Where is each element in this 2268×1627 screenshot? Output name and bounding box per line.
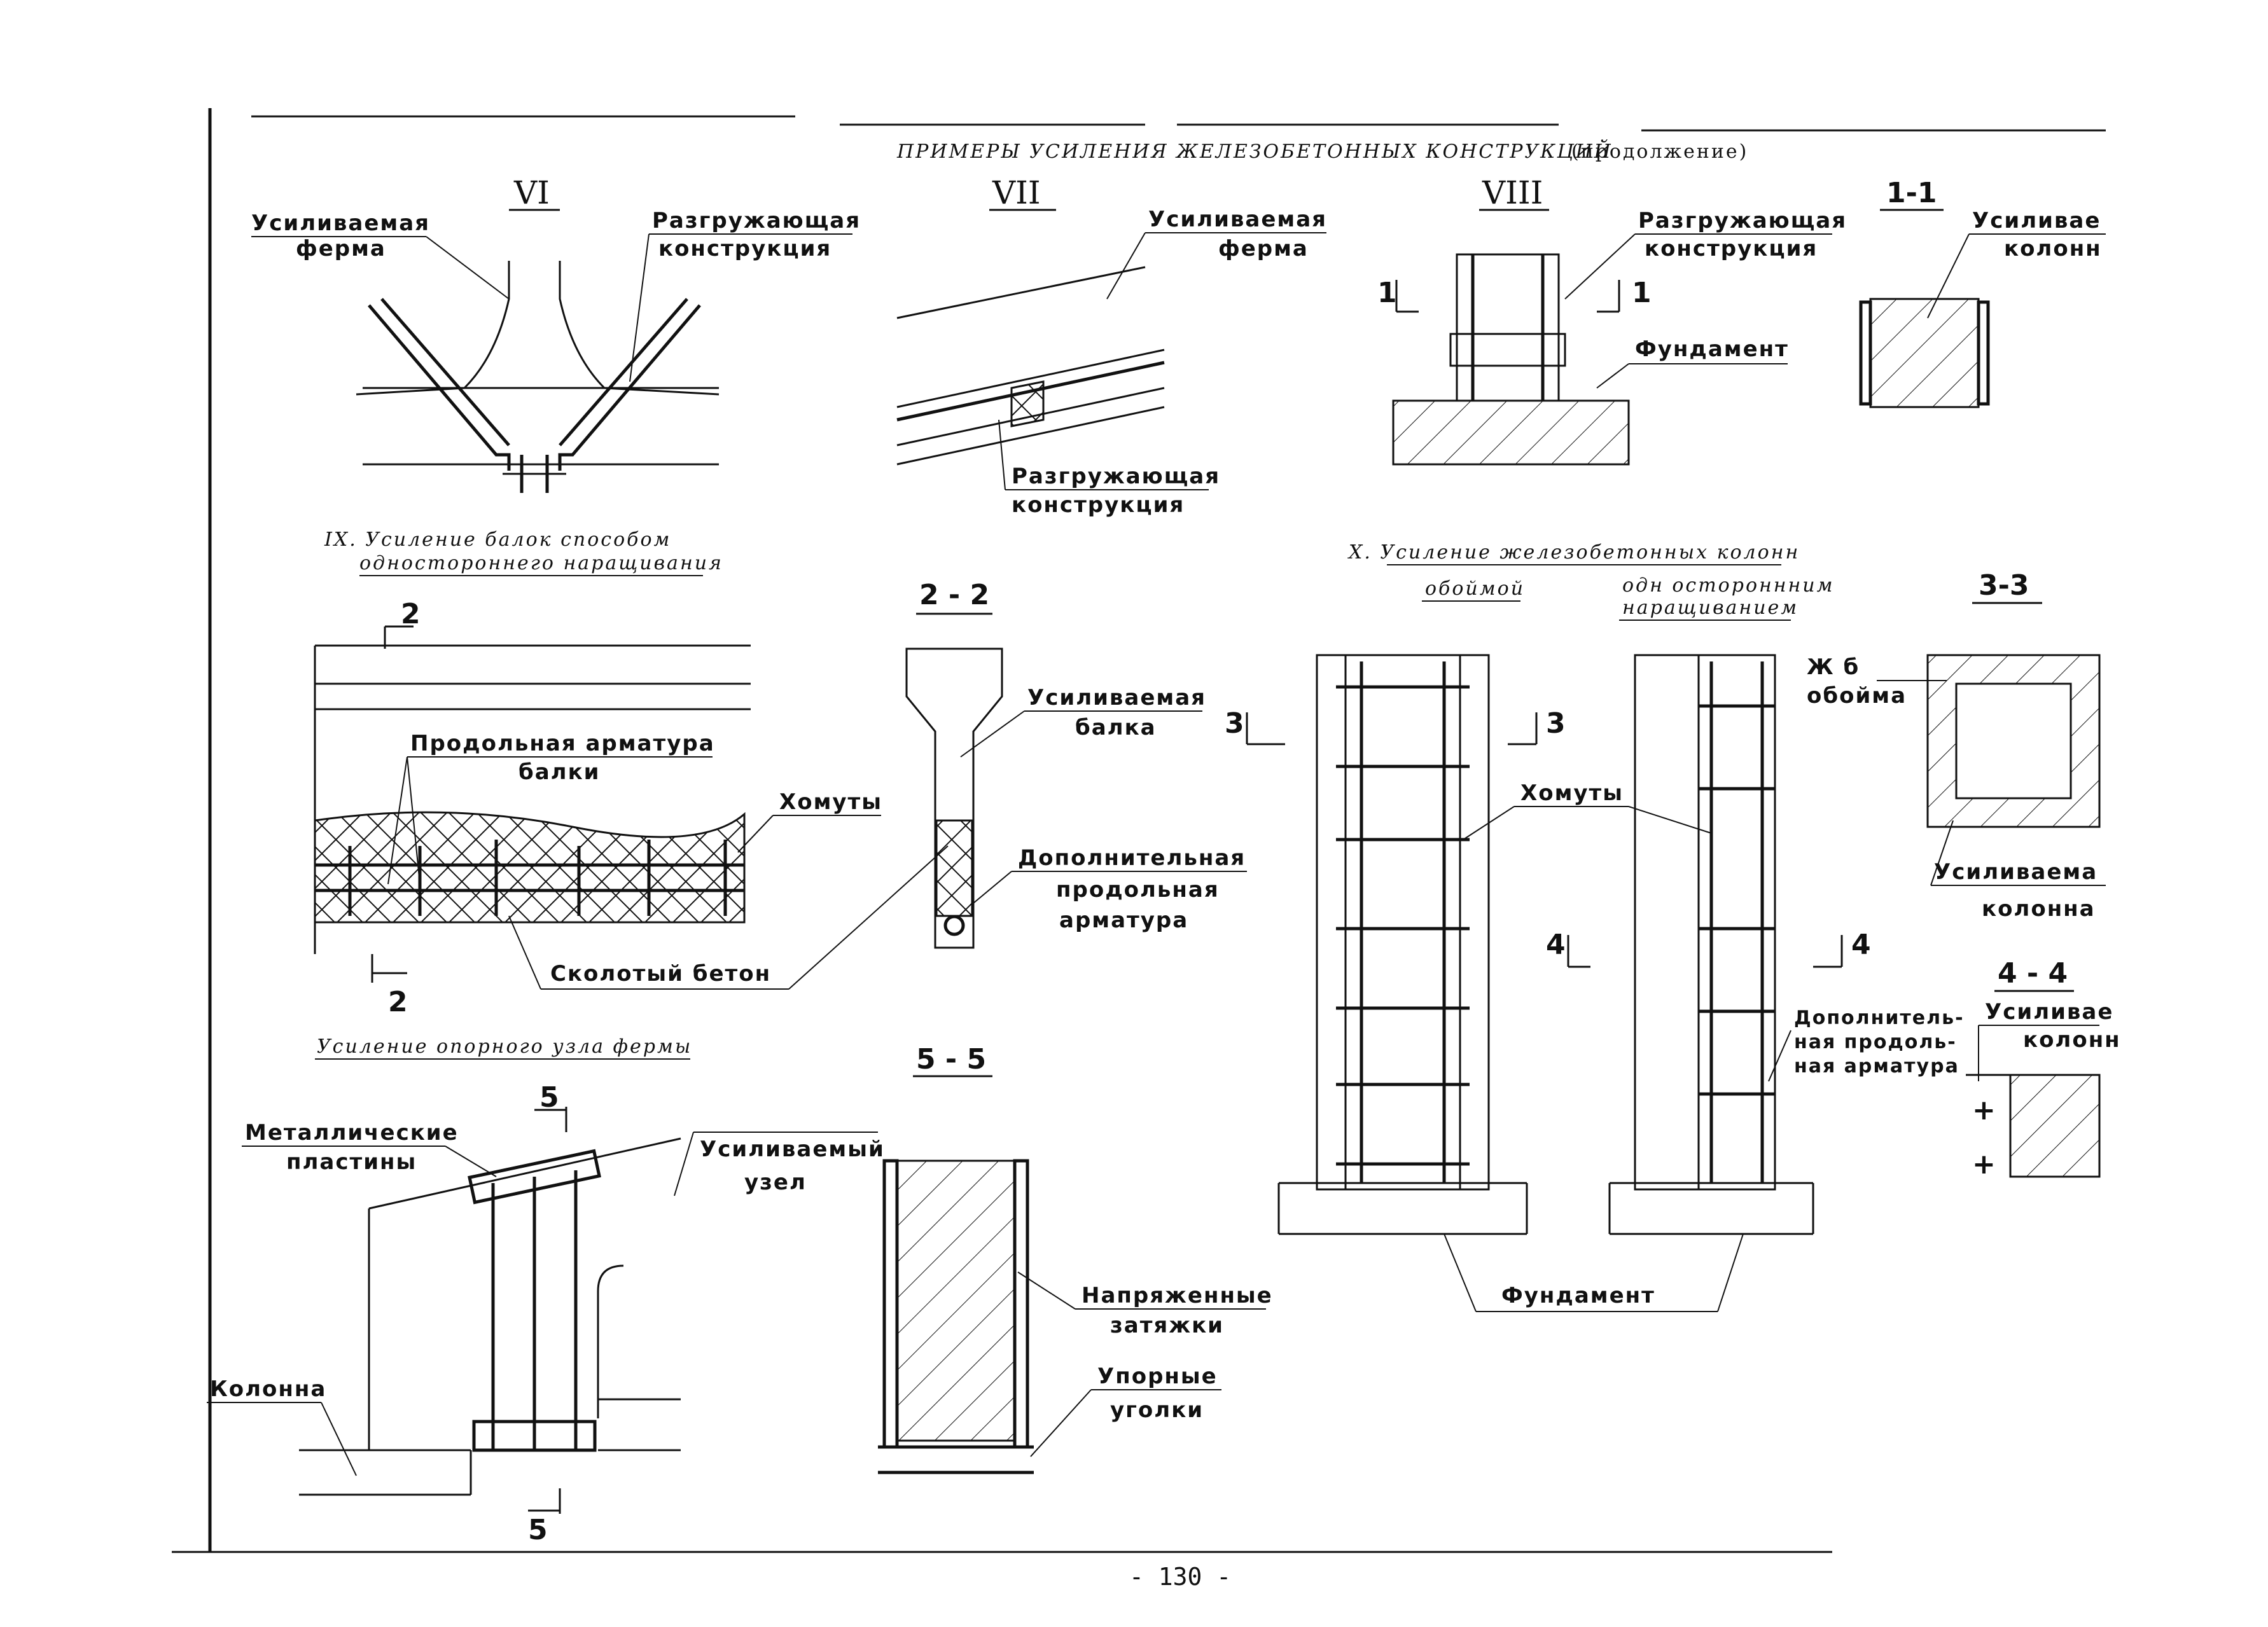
figure-vii: VII Усиливаемая ферма Разгружающая конст…: [896, 174, 1327, 518]
sec33-label-col-2: колонна: [1982, 896, 2096, 922]
figure-truss-support: Усиление опорного узла фермы 5 Металличе…: [207, 1035, 885, 1546]
sec44-marker-plus-2: +: [1972, 1148, 1996, 1180]
fig9-cut-top: 2: [401, 598, 421, 630]
fig6-label-unload-1: Разгружающая: [652, 208, 861, 233]
fig8-cut-left: 1: [1377, 277, 1397, 309]
fig7-label-truss-1: Усиливаемая: [1148, 207, 1327, 232]
section-2-2-number: 2 - 2: [919, 579, 989, 611]
sec44-label-1: Усиливае: [1985, 999, 2113, 1025]
sec55-label-ties-2: затяжки: [1110, 1313, 1224, 1338]
sheet-frame: [172, 108, 2106, 1553]
sec55-label-angles-1: Упорные: [1097, 1364, 1218, 1389]
sheet-title: ПРИМЕРЫ УСИЛЕНИЯ ЖЕЛЕЗОБЕТОННЫХ КОНСТРУК…: [896, 139, 1613, 163]
sec22-label-extra-1: Дополнительная: [1018, 845, 1246, 871]
fig7-label-unload-1: Разгружающая: [1012, 464, 1220, 489]
fig7-label-truss-2: ферма: [1218, 236, 1309, 261]
sec22-label-beam-2: балка: [1075, 715, 1157, 740]
section-3-3: 3-3 Ж б обойма Усиливаема колонна: [1807, 569, 2106, 922]
fig6-label-truss-1: Усиливаемая: [251, 211, 430, 236]
fig6-label-truss-2: ферма: [296, 236, 386, 261]
fig10-cut3-left: 3: [1225, 707, 1244, 740]
fig10-sub-b1: одн остороннним: [1622, 574, 1835, 597]
section-4-4-number: 4 - 4: [1998, 957, 2068, 990]
section-5-5-number: 5 - 5: [916, 1043, 986, 1076]
fig10-title: X. Усиление железобетонных колонн: [1347, 541, 1800, 564]
fig10-sub-a: обоймой: [1425, 578, 1525, 600]
fig-truss-label-column: Колонна: [210, 1376, 326, 1402]
sheet-title-suffix: (продолжение): [1571, 141, 1748, 163]
figure-vii-number: VII: [992, 174, 1041, 211]
sec44-marker-plus-1: +: [1972, 1094, 1996, 1126]
fig10-cut3-right: 3: [1546, 707, 1566, 740]
figure-vi-number: VI: [513, 174, 550, 211]
fig9-cut-bottom: 2: [388, 986, 408, 1018]
fig10-cut4-left: 4: [1546, 929, 1566, 961]
sec22-label-extra-3: арматура: [1059, 908, 1188, 933]
section-3-3-number: 3-3: [1979, 569, 2029, 602]
fig10-label-stirrups: Хомуты: [1520, 780, 1624, 806]
fig6-label-unload-2: конструкция: [658, 236, 831, 261]
fig9-label-spalled: Сколотый бетон: [550, 961, 771, 987]
sec55-label-angles-2: уголки: [1110, 1397, 1204, 1423]
fig-truss-label-node-1: Усиливаемый: [700, 1137, 885, 1162]
fig-truss-label-plates-1: Металлические: [245, 1120, 459, 1146]
fig7-label-unload-2: конструкция: [1012, 492, 1185, 518]
fig9-title-1: IX. Усиление балок способом: [324, 529, 671, 551]
fig10-sub-b2: наращиванием: [1622, 597, 1798, 619]
section-4-4: 4 - 4 Усиливае колонн + +: [1966, 957, 2121, 1180]
figure-vi: VI Усиливаемая ферма Разгружающая констр…: [251, 174, 861, 493]
sec55-label-ties-1: Напряженные: [1082, 1283, 1273, 1308]
fig10-label-extra-1: Дополнитель-: [1794, 1007, 1965, 1029]
sec33-label-col-1: Усиливаема: [1934, 859, 2098, 885]
figure-x: X. Усиление железобетонных колонн обоймо…: [1225, 541, 1965, 1312]
fig9-title-2: одностороннего наращивания: [359, 552, 723, 574]
figure-viii-number: VIII: [1482, 174, 1543, 211]
fig10-cut4-right: 4: [1851, 929, 1871, 961]
sec11-label-2: колонн: [2004, 236, 2102, 261]
fig8-label-unload-1: Разгружающая: [1638, 208, 1847, 233]
fig9-label-stirrups: Хомуты: [779, 789, 882, 815]
fig8-label-unload-2: конструкция: [1645, 236, 1818, 261]
fig8-cut-right: 1: [1632, 277, 1652, 309]
sec11-label-1: Усиливае: [1972, 208, 2101, 233]
sec33-label-jacket-1: Ж б: [1807, 654, 1860, 680]
sec22-label-beam-1: Усиливаемая: [1027, 685, 1206, 710]
page-number: - 130 -: [1129, 1563, 1231, 1591]
sec33-label-jacket-2: обойма: [1807, 683, 1907, 709]
fig9-label-rebar-2: балки: [518, 759, 601, 785]
section-1-1: 1-1 Усиливае колонн: [1859, 177, 2106, 408]
fig10-label-extra-3: ная арматура: [1794, 1055, 1959, 1077]
section-2-2: 2 - 2 Усиливаемая балка Дополнительная п…: [905, 579, 1247, 949]
fig-truss-cut-top: 5: [539, 1081, 559, 1114]
fig9-label-rebar-1: Продольная арматура: [410, 731, 715, 756]
fig8-label-foundation: Фундамент: [1635, 336, 1789, 362]
sec44-label-2: колонн: [2023, 1027, 2121, 1053]
fig-truss-label-node-2: узел: [744, 1170, 807, 1195]
fig10-label-extra-2: ная продоль-: [1794, 1031, 1957, 1053]
figure-ix: IX. Усиление балок способом односторонне…: [314, 529, 949, 1018]
figure-viii: VIII Разгружающая конструкция Фундамент …: [1377, 174, 1847, 466]
sec22-label-extra-2: продольная: [1056, 877, 1220, 903]
fig-truss-cut-bottom: 5: [528, 1514, 548, 1546]
section-1-1-number: 1-1: [1886, 177, 1937, 209]
section-5-5: 5 - 5 Напряженные затяжки Упорные уголки: [878, 1043, 1273, 1474]
fig10-label-foundation: Фундамент: [1501, 1283, 1655, 1308]
fig-truss-title: Усиление опорного узла фермы: [317, 1035, 692, 1058]
fig-truss-label-plates-2: пластины: [286, 1149, 417, 1175]
